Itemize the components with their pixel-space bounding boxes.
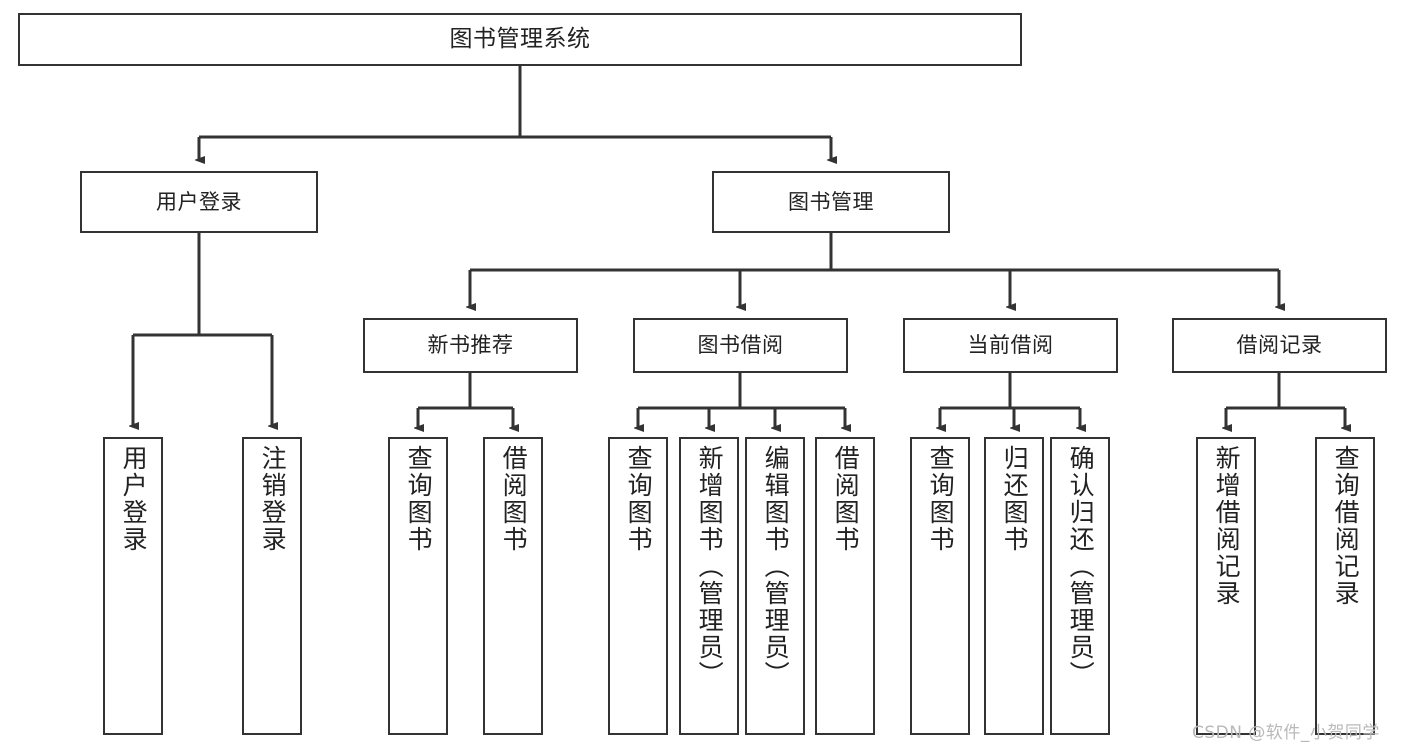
node-label: 借阅图书 <box>499 445 529 553</box>
leaf-borrow-book-recommend[interactable]: 借阅图书 <box>483 437 543 735</box>
node-label: 归还图书 <box>1000 445 1030 553</box>
node-label: 当前借阅 <box>967 333 1054 358</box>
node-label: 确认归还（管理员） <box>1066 445 1096 688</box>
node-label: 借阅图书 <box>831 445 861 553</box>
leaf-confirm-return-admin[interactable]: 确认归还（管理员） <box>1050 437 1110 735</box>
node-label: 新书推荐 <box>427 333 514 358</box>
node-label: 查询图书 <box>624 445 654 553</box>
leaf-logout[interactable]: 注销登录 <box>242 437 302 735</box>
node-new-book-recommend[interactable]: 新书推荐 <box>363 318 578 373</box>
node-current-borrow[interactable]: 当前借阅 <box>903 318 1118 373</box>
leaf-query-borrow-record[interactable]: 查询借阅记录 <box>1315 437 1375 735</box>
leaf-borrow-book[interactable]: 借阅图书 <box>815 437 875 735</box>
node-label: 查询借阅记录 <box>1331 445 1361 607</box>
node-root-system[interactable]: 图书管理系统 <box>18 13 1022 66</box>
node-label: 编辑图书（管理员） <box>761 445 791 688</box>
node-book-manage[interactable]: 图书管理 <box>712 171 950 233</box>
node-book-borrow[interactable]: 图书借阅 <box>633 318 848 373</box>
leaf-add-book-admin[interactable]: 新增图书（管理员） <box>679 437 739 735</box>
watermark: CSDN @软件_小贺同学 <box>1192 723 1380 743</box>
node-borrow-record[interactable]: 借阅记录 <box>1172 318 1387 373</box>
node-label: 注销登录 <box>258 445 288 553</box>
node-label: 新增图书（管理员） <box>695 445 725 688</box>
node-label: 图书管理 <box>788 189 874 214</box>
leaf-edit-book-admin[interactable]: 编辑图书（管理员） <box>745 437 805 735</box>
node-label: 用户登录 <box>119 445 149 553</box>
node-label: 借阅记录 <box>1236 333 1323 358</box>
node-label: 图书借阅 <box>697 333 784 358</box>
node-label: 查询图书 <box>404 445 434 553</box>
leaf-query-book-borrow[interactable]: 查询图书 <box>608 437 668 735</box>
leaf-query-book-recommend[interactable]: 查询图书 <box>388 437 448 735</box>
leaf-query-book-current[interactable]: 查询图书 <box>910 437 970 735</box>
leaf-user-login[interactable]: 用户登录 <box>103 437 163 735</box>
leaf-add-borrow-record[interactable]: 新增借阅记录 <box>1196 437 1256 735</box>
node-user-login[interactable]: 用户登录 <box>80 171 318 233</box>
node-label: 用户登录 <box>156 189 242 214</box>
node-label: 图书管理系统 <box>449 25 591 52</box>
leaf-return-book[interactable]: 归还图书 <box>984 437 1044 735</box>
node-label: 查询图书 <box>926 445 956 553</box>
node-label: 新增借阅记录 <box>1212 445 1242 607</box>
